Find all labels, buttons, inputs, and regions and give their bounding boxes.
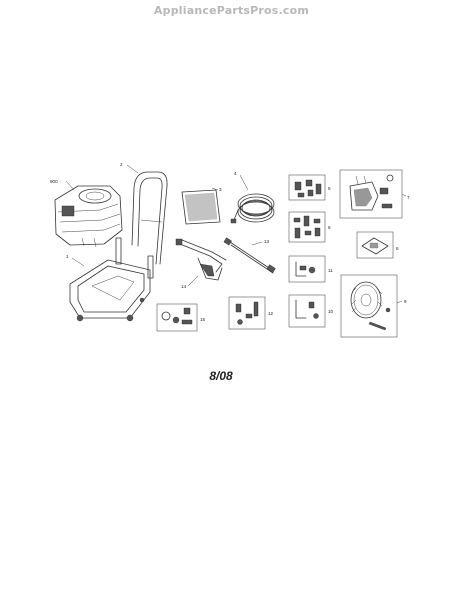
hardware-kit-12 <box>228 296 266 330</box>
revision-date: 8/08 <box>209 369 233 383</box>
callout-engine: 900 <box>50 179 58 184</box>
callout-wheel: 9 <box>404 299 407 304</box>
callout-hardware-12: 12 <box>268 311 274 316</box>
callout-hardware-15: 15 <box>200 317 206 322</box>
callout-manual: 3 <box>219 187 222 192</box>
watermark: AppliancePartsPros.com <box>153 4 310 17</box>
hardware-kit-5 <box>288 174 326 201</box>
manual-part <box>181 189 221 225</box>
hardware-kit-11 <box>288 255 326 283</box>
lance-part <box>223 237 276 274</box>
hardware-kit-10 <box>288 294 326 328</box>
callout-lance: 13 <box>264 239 270 244</box>
handle-part <box>131 171 168 265</box>
hose-part <box>230 193 275 224</box>
gun-part <box>175 238 227 281</box>
callout-hardware-10: 10 <box>328 309 334 314</box>
callout-pump: 7 <box>407 195 410 200</box>
callout-hardware-5: 5 <box>328 186 331 191</box>
callout-frame: 1 <box>66 254 69 259</box>
callout-hardware-8: 8 <box>396 246 399 251</box>
hardware-kit-15 <box>156 303 198 332</box>
callout-hardware-6: 6 <box>328 225 331 230</box>
callout-handle: 2 <box>120 162 123 167</box>
pump-part <box>339 169 403 219</box>
hardware-kit-6 <box>288 211 326 243</box>
frame-part <box>69 237 154 322</box>
callout-hardware-11: 11 <box>328 268 333 273</box>
engine-part <box>54 185 123 248</box>
callout-gun: 14 <box>181 284 187 289</box>
wheel-part <box>340 274 398 338</box>
callout-hose: 4 <box>234 171 237 176</box>
hardware-kit-8 <box>356 231 394 259</box>
